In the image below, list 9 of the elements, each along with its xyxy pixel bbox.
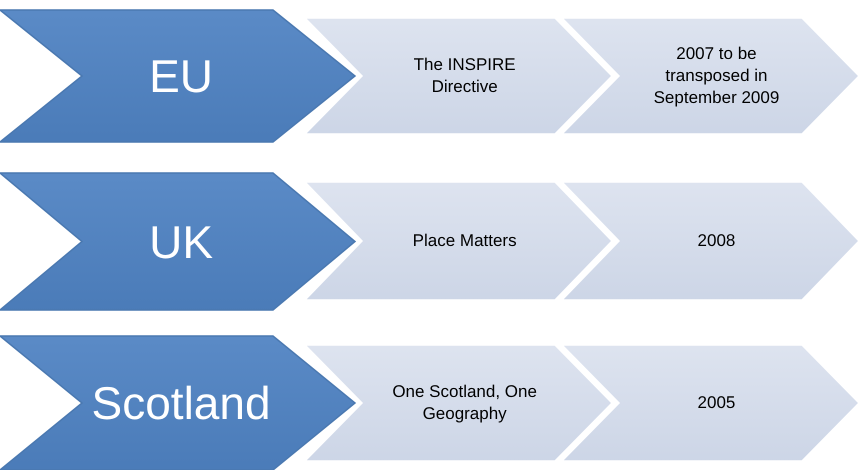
policy-text: 2008	[698, 230, 736, 252]
policy-text: One Scotland, One Geography	[391, 380, 538, 425]
region-label: UK	[149, 214, 213, 268]
policy-text: The INSPIRE Directive	[412, 54, 517, 98]
policy-text: Place Matters	[412, 230, 517, 252]
policy-text: 2005	[698, 392, 736, 414]
region-label: EU	[149, 49, 213, 103]
region-label: Scotland	[92, 376, 271, 430]
policy-text: 2007 to be transposed in September 2009	[652, 42, 780, 110]
